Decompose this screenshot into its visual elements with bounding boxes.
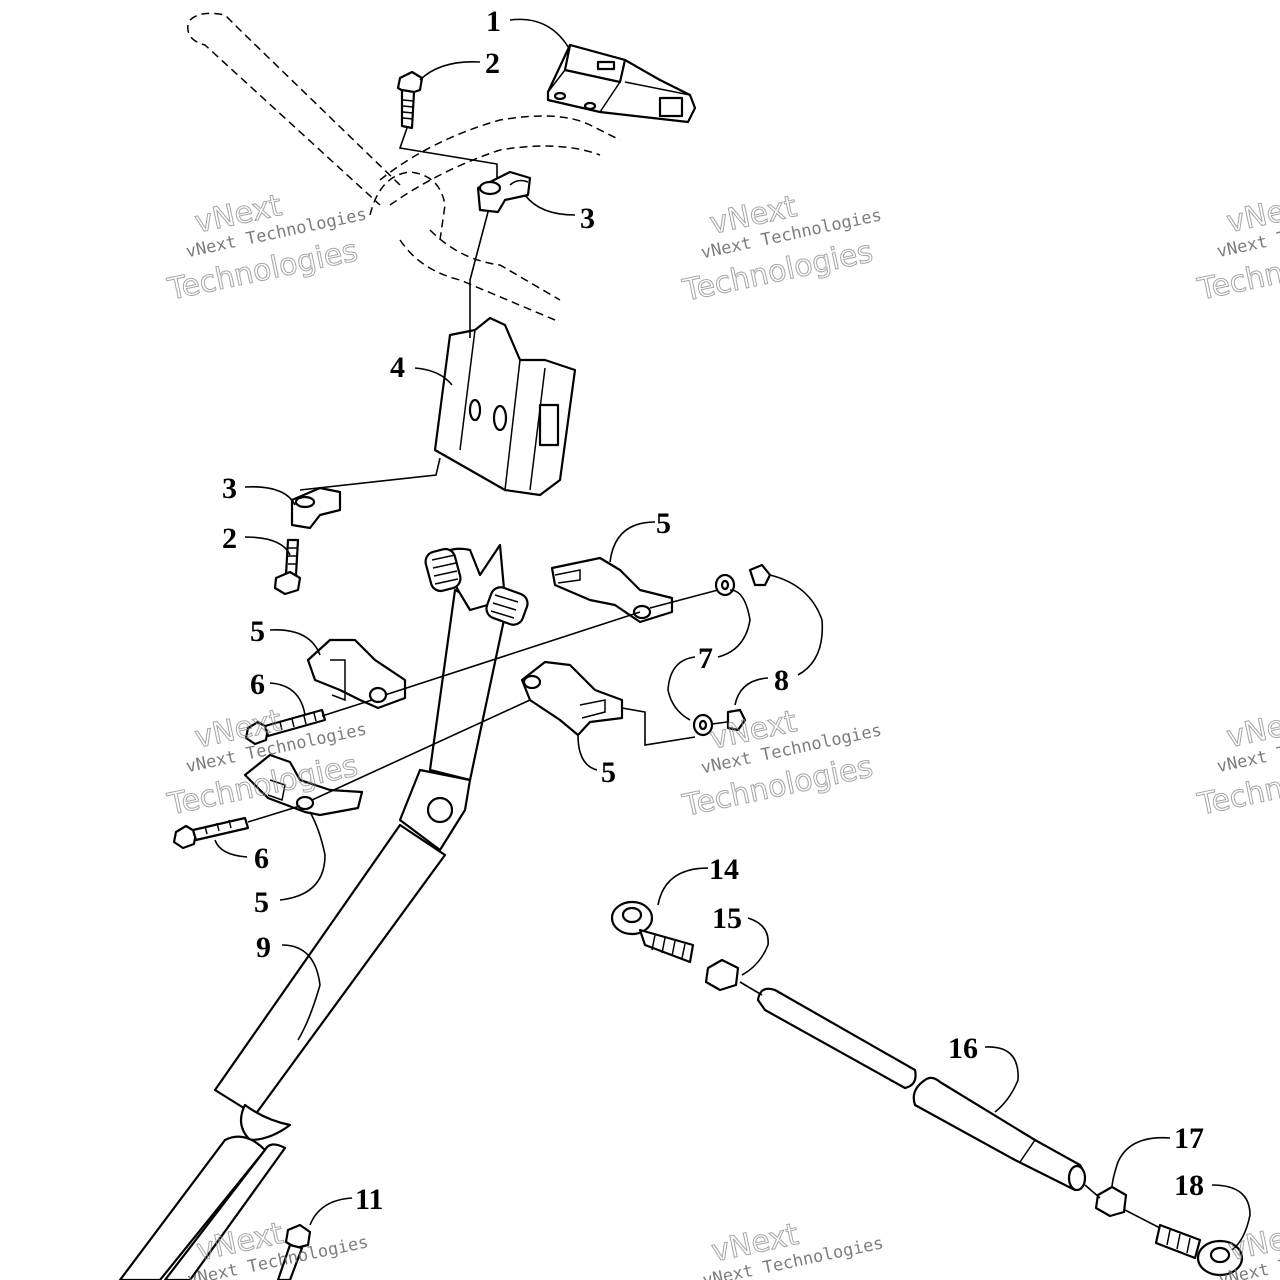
nut-part-15 bbox=[704, 958, 740, 992]
bolt-part-6-upper bbox=[244, 708, 327, 746]
clamp-part-5-upper-right bbox=[550, 556, 674, 624]
watermark-mid-right: vNext vNext Technologies Technologies bbox=[1194, 702, 1280, 823]
callout-9: 9 bbox=[256, 931, 271, 964]
handlebar-cover-part-1 bbox=[546, 43, 697, 124]
washer-part-7-upper bbox=[714, 573, 736, 597]
callout-17: 17 bbox=[1174, 1122, 1204, 1155]
clamp-part-3-lower bbox=[290, 486, 342, 530]
bolt-part-6-lower bbox=[172, 816, 250, 850]
bolt-part-2-upper bbox=[396, 70, 498, 185]
callout-3-upper: 3 bbox=[580, 202, 595, 235]
callout-5-lower-right: 5 bbox=[601, 756, 616, 789]
bolt-part-2-lower bbox=[273, 538, 302, 596]
callout-16: 16 bbox=[948, 1032, 978, 1065]
watermark-mid-center: vNext vNext Technologies Technologies bbox=[679, 704, 884, 825]
tie-rod-part-16 bbox=[756, 987, 1087, 1192]
washer-part-7-lower bbox=[692, 713, 714, 737]
callout-14: 14 bbox=[709, 853, 739, 886]
callout-3-lower: 3 bbox=[222, 472, 237, 505]
clamp-part-5-lower-left bbox=[243, 753, 364, 817]
callout-18: 18 bbox=[1174, 1169, 1204, 1202]
watermark-top-left: vNext vNext Technologies Technologies bbox=[164, 188, 369, 309]
tie-rod-end-part-18 bbox=[1154, 1223, 1244, 1277]
callout-numbers: 1 2 3 4 3 2 5 5 6 7 8 5 6 5 9 14 15 16 1… bbox=[222, 5, 1204, 1216]
callout-15: 15 bbox=[712, 902, 742, 935]
tie-rod-end-part-14 bbox=[610, 900, 695, 964]
nut-part-17 bbox=[1094, 1185, 1128, 1218]
clamp-part-5-lower-right bbox=[520, 660, 624, 737]
callout-6-lower: 6 bbox=[254, 842, 269, 875]
callout-5-upper-left: 5 bbox=[250, 615, 265, 648]
callout-1: 1 bbox=[486, 5, 501, 38]
callout-2-upper: 2 bbox=[485, 47, 500, 80]
clamp-part-5-upper-left bbox=[306, 638, 407, 710]
handlebar-outline bbox=[187, 12, 621, 321]
callout-11: 11 bbox=[355, 1183, 383, 1216]
handlebar-riser-part-4 bbox=[299, 211, 577, 497]
steering-column-part-9 bbox=[118, 543, 529, 1280]
tie-rod-assembly-lines bbox=[739, 981, 1161, 1229]
callout-4: 4 bbox=[390, 351, 405, 384]
callout-5-upper-right: 5 bbox=[656, 507, 671, 540]
watermark-top-center: vNext vNext Technologies Technologies bbox=[679, 189, 884, 310]
callout-8: 8 bbox=[774, 664, 789, 697]
callout-7: 7 bbox=[698, 642, 713, 675]
callout-2-lower: 2 bbox=[222, 522, 237, 555]
callout-5-lower-left: 5 bbox=[254, 886, 269, 919]
bolt-part-11 bbox=[276, 1223, 312, 1280]
watermark-top-right: vNext vNext Technologies Technologies bbox=[1194, 187, 1280, 308]
clamp-part-3-upper bbox=[476, 170, 532, 214]
callout-leaders bbox=[214, 18, 1251, 1251]
nut-part-8-lower bbox=[726, 708, 747, 732]
callout-6-upper: 6 bbox=[250, 668, 265, 701]
nut-part-8-upper bbox=[748, 563, 772, 587]
assembly-lines bbox=[247, 589, 728, 823]
watermark-bottom-center: vNext vNext Technologies bbox=[701, 1216, 885, 1280]
